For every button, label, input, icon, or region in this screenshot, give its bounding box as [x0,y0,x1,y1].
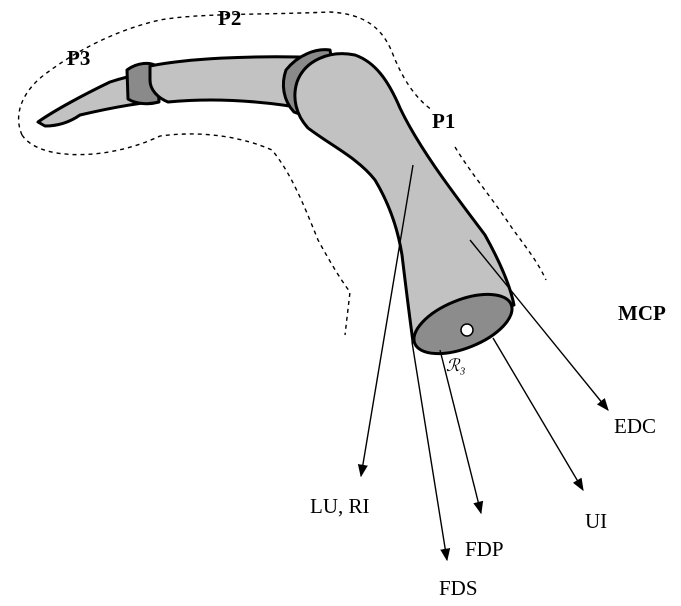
label-fdp: FDP [465,539,504,560]
label-ui: UI [585,511,607,532]
label-fds: FDS [439,578,478,599]
label-mcp: MCP [618,303,666,324]
label-p3: P3 [67,48,90,69]
label-p2: P2 [218,8,241,29]
arrow-fds [412,342,447,560]
label-lu-ri: LU, RI [310,496,370,517]
label-edc: EDC [614,416,656,437]
rotation-center-marker [461,324,473,336]
arrow-lu-ri [361,165,413,476]
arrow-ui [493,338,583,490]
label-p1: P1 [432,111,455,132]
label-r3: ℛ₃ [446,357,465,374]
skin-outline-volar [22,134,350,335]
